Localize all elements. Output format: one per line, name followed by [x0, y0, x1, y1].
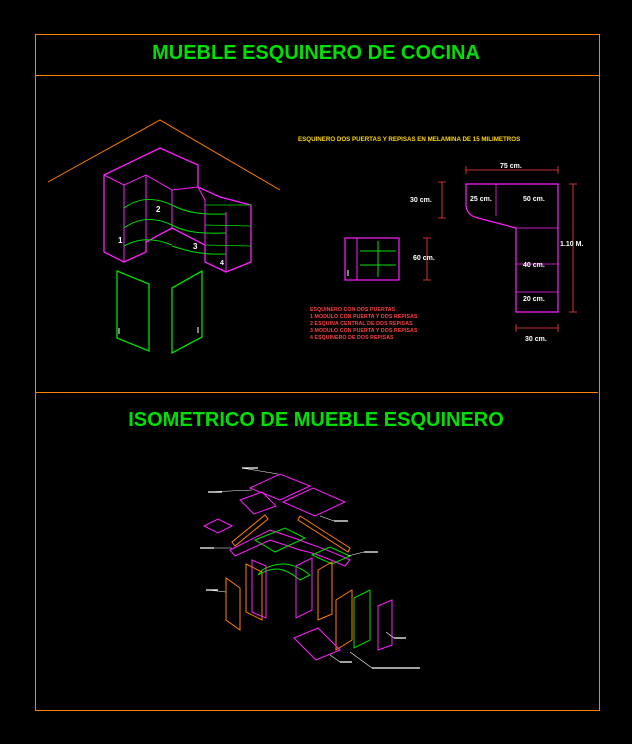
legend-item-4: 4 ESQUINERO DE DOS REPISAS: [310, 335, 394, 341]
dim-20: 20 cm.: [523, 296, 545, 303]
door-left: [116, 270, 150, 352]
iso-number-2: 2: [156, 205, 161, 214]
dim-30-left: 30 cm.: [410, 197, 432, 204]
title-band: [35, 34, 600, 76]
cabinet-shelf-edges: [204, 204, 252, 247]
panel-top-3: [239, 491, 277, 515]
legend-item-3: 3 MODULO CON PUERTA Y DOS REPISAS: [310, 328, 418, 334]
legend-header: ESQUINERO CON DOS PUERTAS: [310, 307, 396, 313]
plan-view: [344, 166, 577, 332]
legend-item-1: 1 MODULO CON PUERTA Y DOS REPISAS: [310, 314, 418, 320]
divider: [35, 392, 598, 393]
dim-110: 1.10 M.: [560, 241, 584, 248]
plan-outline: [465, 183, 559, 313]
corner-cabinet-iso: [47, 119, 281, 355]
exploded-iso: [200, 467, 420, 669]
dim-40: 40 cm.: [523, 262, 545, 269]
green-shelf-2: [310, 546, 352, 565]
door-magenta: [377, 599, 393, 651]
dim-30-bottom: 30 cm.: [525, 336, 547, 343]
plan-subtitle: ESQUINERO DOS PUERTAS Y REPISAS EN MELAM…: [298, 136, 521, 143]
side-panel-d: [295, 557, 313, 619]
elevation-shelves: [360, 241, 396, 277]
iso-number-1: 1: [118, 236, 123, 245]
cabinet-top: [103, 174, 227, 272]
strip-right: [297, 515, 351, 553]
base-panel: [293, 627, 341, 661]
side-panel-c: [251, 559, 267, 619]
dim-60: 60 cm.: [413, 255, 435, 262]
cabinet-outline: [103, 147, 252, 273]
dim-25: 25 cm.: [470, 196, 492, 203]
door-green: [353, 589, 371, 649]
panel-top-1: [248, 473, 312, 501]
bottom-title: ISOMETRICO DE MUEBLE ESQUINERO: [128, 409, 504, 431]
leader-tags: [200, 467, 420, 669]
panel-top-2: [281, 487, 347, 517]
dim-50: 50 cm.: [523, 196, 545, 203]
door-right: [171, 269, 203, 355]
plan-inner: [495, 184, 558, 293]
green-shelf-3: [257, 563, 311, 581]
side-panel-b: [245, 563, 263, 621]
plan-dimensions: [423, 166, 577, 332]
green-shelf-1: [253, 527, 307, 553]
legend-item-2: 2 ESQUINA CENTRAL DE DOS REPISAS: [310, 321, 413, 327]
leader-lines: [200, 467, 395, 669]
side-panel-e: [317, 561, 333, 621]
door-orange: [335, 589, 353, 651]
cabinet-shelves: [123, 198, 227, 255]
iso-number-3: 3: [193, 242, 198, 251]
side-panel-a: [225, 577, 241, 631]
door-handles: [118, 327, 199, 334]
dim-75: 75 cm.: [500, 163, 522, 170]
top-title: MUEBLE ESQUINERO DE COCINA: [152, 42, 480, 64]
middle-shelf-magenta: [229, 529, 351, 567]
strip-left: [231, 514, 269, 547]
panel-small-left: [202, 518, 234, 534]
wall-corner-lines: [47, 119, 281, 191]
elevation-box: [344, 237, 400, 281]
iso-number-4: 4: [220, 260, 224, 267]
